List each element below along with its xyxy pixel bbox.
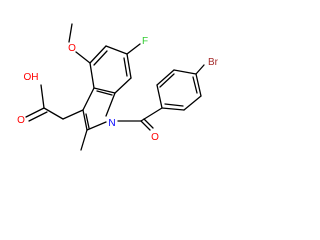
bond (43, 107, 64, 120)
bond (123, 57, 128, 77)
atom-label-fluorine: F (142, 36, 148, 47)
atom-label-oh: OH (24, 72, 39, 83)
atom-label-nitrogen: N (108, 118, 115, 129)
atom-label-o-methoxy: O (68, 43, 76, 54)
bond (159, 73, 175, 88)
atom-label-bromine: Br (208, 57, 219, 68)
bond (126, 43, 141, 55)
bond (68, 23, 73, 43)
bond (93, 87, 116, 94)
bond (80, 129, 88, 151)
bond (114, 77, 132, 94)
atom-labels: OH O O F N Br O (17, 36, 219, 143)
atom-label-o-acid-carbonyl: O (17, 115, 25, 126)
bond (105, 45, 128, 55)
bond (195, 73, 202, 97)
bond (89, 45, 107, 64)
bond (164, 103, 184, 107)
bond (62, 109, 84, 120)
bond (82, 109, 88, 131)
bond (183, 95, 202, 111)
bond (86, 121, 107, 131)
bond (126, 53, 132, 79)
atom-label-o-ketone: O (151, 132, 159, 143)
bond (82, 87, 95, 111)
bond (161, 107, 185, 111)
bond (28, 111, 48, 122)
bond (143, 118, 154, 129)
bond (195, 64, 205, 75)
bond (140, 120, 151, 131)
bond-lines (25, 23, 205, 151)
bond (89, 62, 95, 89)
bond (173, 69, 197, 75)
bond (25, 107, 45, 118)
bond (93, 50, 108, 66)
bond (96, 90, 113, 96)
bond (156, 69, 175, 86)
bond (40, 84, 45, 109)
molecule-structure: OH O O F N Br O (17, 23, 219, 151)
bond (75, 51, 91, 64)
bond (105, 92, 116, 117)
structure-canvas: OH O O F N Br O (17, 23, 219, 151)
bond (85, 113, 90, 129)
bond (156, 84, 163, 109)
bond (192, 76, 198, 94)
bond (140, 107, 163, 122)
